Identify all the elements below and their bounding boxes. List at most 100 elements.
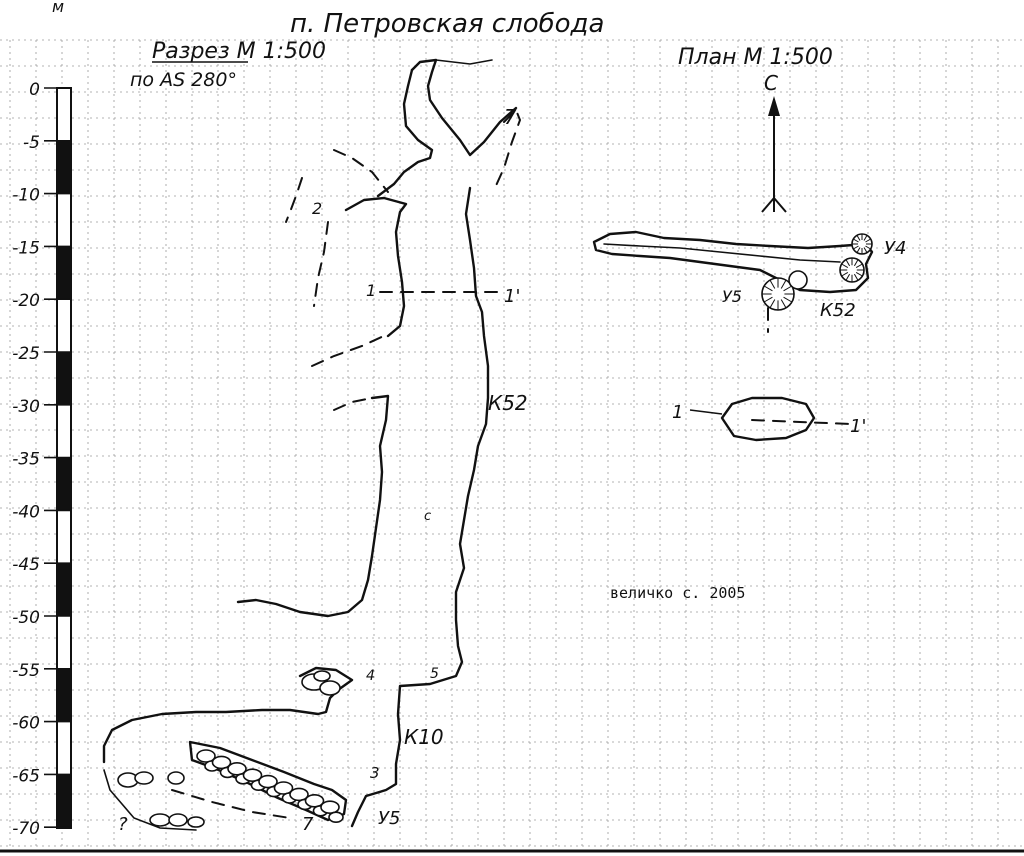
depth-scale-segment [58,352,70,405]
section-floor-dashed [171,789,291,819]
depth-scale-segment [58,246,70,300]
hatch-stroke [769,279,776,289]
boulder [227,761,247,776]
boulder [242,768,263,783]
plan-station-k52: К52 [820,300,856,321]
cave-section: 2 1 1' 7 c 4 5 3 7 ? К52 К10 У5 [102,58,528,835]
section-upper-chamber [344,196,408,338]
hatch-stroke [845,273,851,281]
plan-cut-end: 1' [850,416,866,437]
depth-tick-label: -70 [12,819,40,839]
section-lower-ceiling [102,666,354,764]
section-dashed-top [333,149,389,193]
section-azimuth: по AS 280° [130,69,237,91]
depth-tick-label: -35 [12,450,40,470]
section-boulder-choke [196,749,344,824]
section-point-3: 3 [370,764,380,782]
plan-shaft-hatching [762,234,872,310]
boulder [273,781,294,795]
section-dashed-mid [311,333,389,367]
hatch-stroke [841,263,849,269]
author-credit: величко с. 2005 [610,584,745,602]
hatch-stroke [853,273,859,281]
boulder [328,811,344,824]
plan-label: План М 1:500 [678,45,833,70]
depth-tick-label: -25 [12,344,40,364]
depth-scale-marks: 0-5-10-15-20-25-30-35-40-45-50-55-60-65-… [12,80,71,839]
hatch-stroke [780,279,787,289]
hatch-stroke [855,271,863,277]
plan-passage-centerline [603,243,841,263]
section-station-y5: У5 [378,808,400,829]
section-point-1-prime: 1' [504,286,520,307]
plan-cut-line-right [751,419,851,425]
boulder [196,749,216,763]
section-shaft-right-wall [350,186,490,828]
plan-cut-line-left [689,409,723,415]
hatch-stroke [845,259,851,267]
depth-tick-label: 0 [29,80,40,100]
hatch-stroke [763,285,773,292]
section-floor-left [103,769,197,831]
depth-scale: м 0-5-10-15-20-25-30-35-40-45-50-55-60-6… [12,0,72,839]
depth-scale-segment [58,668,70,722]
sheet-title: п. Петровская слобода [290,9,604,39]
section-dashed-left [313,221,329,307]
section-dashed-low [333,397,373,411]
depth-tick-label: -55 [12,661,40,681]
section-shaft-left-wall [236,394,390,618]
section-point-1: 1 [366,281,376,300]
boulder [211,755,232,770]
depth-tick-label: -30 [12,397,40,417]
hatch-stroke [856,235,861,241]
plan-cross-section-outline [720,396,816,442]
section-point-7: 7 [504,105,517,129]
hatch-stroke [780,299,787,309]
depth-tick-label: -20 [12,291,40,311]
cave-plan: С У4 У5 К52 1 1' [592,71,906,442]
section-boulders-upper [301,670,341,696]
section-dashed-left-top [285,177,303,223]
north-label: С [764,71,778,95]
depth-tick-label: -5 [23,133,40,153]
section-point-4: 4 [366,668,375,684]
survey-grid [0,39,1024,847]
section-point-2: 2 [312,199,322,218]
plan-station-y5: У5 [722,287,742,306]
hatch-stroke [763,296,773,303]
hatch-stroke [865,238,871,243]
depth-tick-label: -40 [12,502,40,522]
plan-station-y4: У4 [884,238,906,259]
section-boulders-bottom [117,771,205,828]
boulder [289,787,309,802]
plan-shaft-k52 [788,270,808,290]
boulder [320,800,340,815]
north-arrow-icon [761,96,787,213]
depth-scale-segment [58,774,70,828]
section-station-k52: К52 [488,391,528,415]
hatch-stroke [853,259,859,267]
boulder [258,774,278,789]
section-station-k10: К10 [404,725,444,749]
section-entrance-outline [410,58,518,157]
hatch-stroke [853,238,859,243]
section-point-c: c [424,509,431,524]
hatch-stroke [783,285,793,292]
plan-main-passage [592,230,874,294]
section-surface-line [435,59,493,65]
depth-scale-segment [58,457,70,511]
hatch-stroke [769,299,776,309]
section-point-7-bottom: 7 [302,814,314,835]
hatch-stroke [783,296,793,303]
boulder [304,793,325,808]
depth-scale-segment [58,563,70,616]
hatch-stroke [865,245,871,250]
depth-unit-label: м [52,0,64,16]
hatch-stroke [855,263,863,269]
hatch-stroke [853,245,859,250]
hatch-stroke [856,247,861,253]
depth-tick-label: -65 [12,766,40,786]
depth-tick-label: -50 [12,608,40,628]
hatch-stroke [863,247,868,253]
